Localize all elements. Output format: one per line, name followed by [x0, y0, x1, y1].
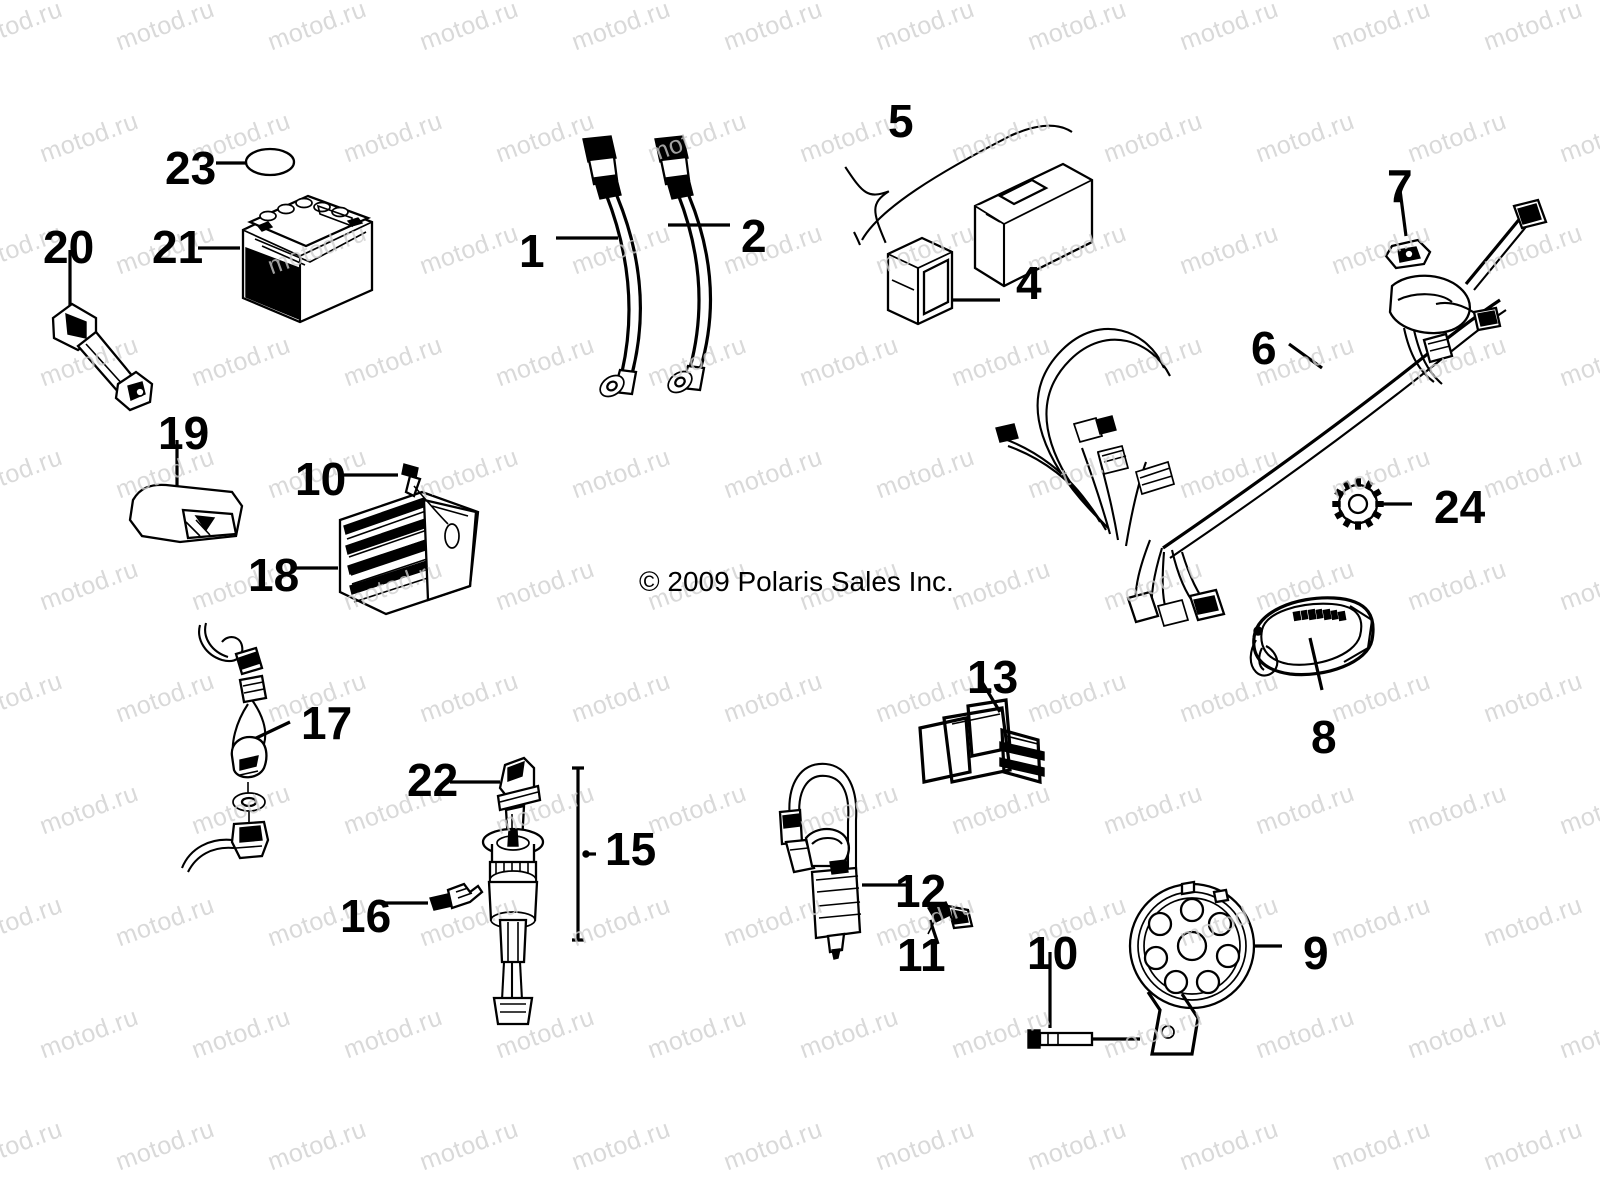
callout-bolt-coil-mount: 11 [897, 929, 946, 981]
part-9-horn [1128, 880, 1282, 1056]
part-6-main-wire-harness [995, 198, 1548, 628]
callout-star-washer: 24 [1434, 481, 1486, 533]
callout-polaris-headlight-pod: 8 [1311, 711, 1337, 763]
part-10b-screw [1027, 952, 1140, 1049]
callout-rubber-cover-boot: 19 [158, 407, 210, 459]
callout-voltage-regulator-cdi: 13 [967, 651, 1019, 703]
callout-screw-regulator: 10 [295, 453, 347, 505]
part-17-tether-kill-switch [181, 622, 291, 873]
part-15-ignition-switch-assembly [481, 766, 596, 1026]
callout-screw-horn: 10 [1027, 927, 1079, 979]
part-13-voltage-regulator [918, 681, 1045, 785]
callout-spade-terminal: 16 [340, 890, 392, 942]
callout-harness-clip: 7 [1387, 160, 1413, 212]
part-12-ignition-coil [778, 762, 910, 960]
part-5-group-brace [844, 124, 1073, 246]
part-11-bolt [926, 901, 974, 945]
callout-ignition-key: 22 [407, 754, 459, 806]
callout-ignition-coil: 12 [895, 865, 947, 917]
part-5-electrical-box [973, 162, 1094, 288]
part-20-battery-terminal-lead [51, 250, 154, 412]
callout-tether-kill-switch: 17 [301, 697, 353, 749]
part-8-headlight-pod [1249, 596, 1375, 691]
part-18-regulator-rectifier [292, 490, 480, 616]
callout-ignition-switch-assembly: 15 [605, 823, 657, 875]
part-2-battery-cable [654, 135, 730, 394]
callout-battery-cable-positive: 1 [519, 225, 545, 277]
part-10a-screw [341, 463, 449, 525]
callout-battery-cable-negative: 2 [741, 210, 767, 262]
callout-battery-vent-grommet: 23 [165, 142, 217, 194]
part-1-battery-cable [556, 135, 642, 398]
callout-electrical-box-group: 5 [888, 95, 914, 147]
callout-battery-terminal-lead: 20 [43, 221, 95, 273]
callout-regulator-rectifier: 18 [248, 549, 300, 601]
callout-main-wire-harness: 6 [1251, 322, 1277, 374]
part-21-battery [198, 194, 374, 324]
part-23-vent-grommet [216, 147, 296, 177]
callout-horn-assembly: 9 [1303, 927, 1329, 979]
part-16-spade-terminal [376, 882, 484, 911]
part-24-star-washer [1332, 478, 1412, 530]
callout-battery: 21 [152, 221, 204, 273]
callout-relay-small: 4 [1016, 257, 1042, 309]
copyright-notice: © 2009 Polaris Sales Inc. [639, 566, 954, 597]
part-4-relay [886, 236, 1000, 326]
part-19-rubber-cover [128, 440, 244, 544]
part-7-harness-clip [1384, 189, 1432, 270]
